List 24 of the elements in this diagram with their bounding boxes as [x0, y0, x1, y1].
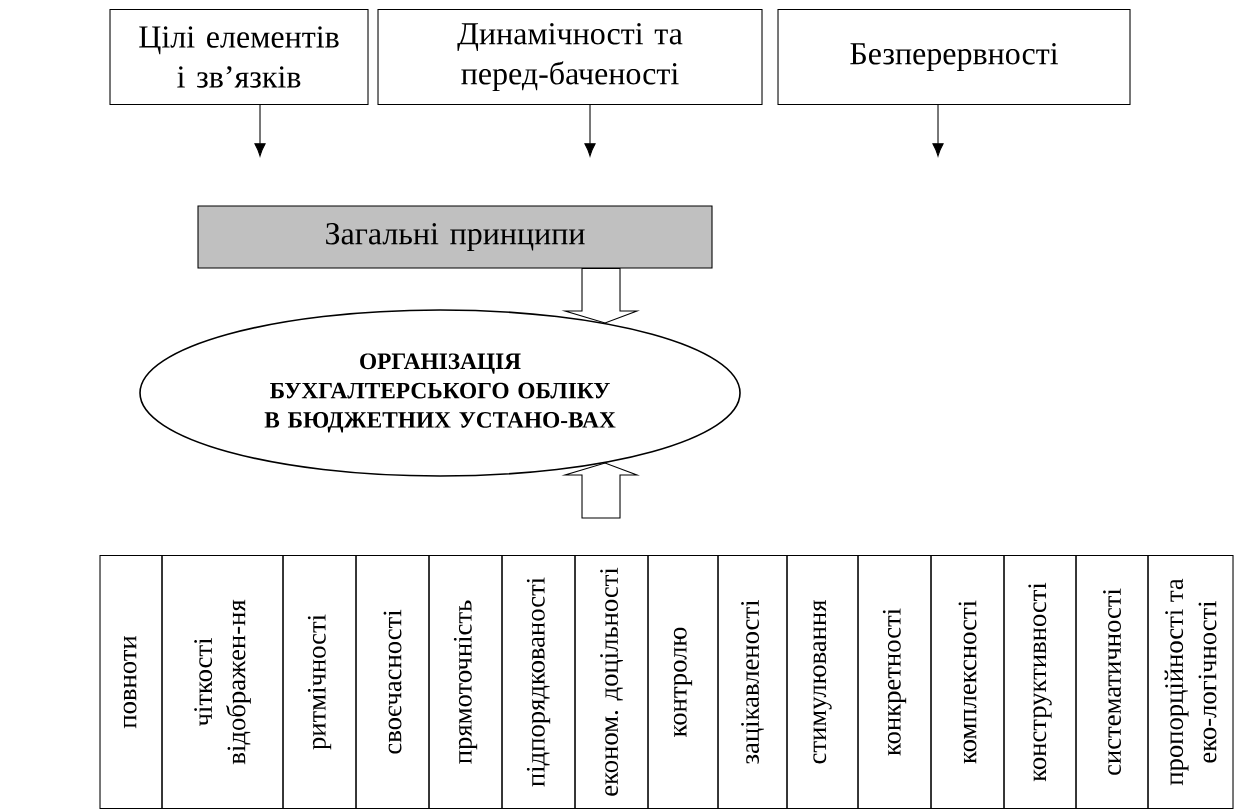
principle-cell: стимулювання	[786, 554, 859, 810]
principle-cell: пропорційності та еко-логічності	[1147, 554, 1234, 810]
principle-cell: прямоточність	[428, 554, 503, 810]
principle-cell: економ. доцільності	[574, 554, 649, 810]
principle-box: Безперервності	[777, 8, 1131, 106]
principle-cell: повноти	[99, 554, 163, 810]
principle-box: Динамічності та перед-баченості	[377, 8, 763, 106]
principle-cell: конкретності	[857, 554, 932, 810]
principle-cell: підпорядкованості	[501, 554, 576, 810]
principle-cell: чіткості відображен-ня	[161, 554, 284, 810]
arrow	[932, 104, 944, 157]
principles-band: Загальні принципи	[197, 205, 713, 269]
principle-cell: контролю	[647, 554, 719, 810]
principle-box: Цілі елементів і зв’язків	[109, 8, 369, 106]
block-arrow	[561, 268, 640, 324]
principle-cell: комплексності	[930, 554, 1005, 810]
arrow	[584, 104, 596, 157]
principle-cell: зацікавленості	[717, 554, 788, 810]
principle-cell: систематичності	[1075, 554, 1149, 810]
principle-cell: ритмічності	[282, 554, 357, 810]
block-arrow	[561, 462, 640, 519]
principle-cell: своєчасності	[355, 554, 430, 810]
arrow	[254, 104, 266, 157]
principle-cell: конструктивності	[1003, 554, 1077, 810]
